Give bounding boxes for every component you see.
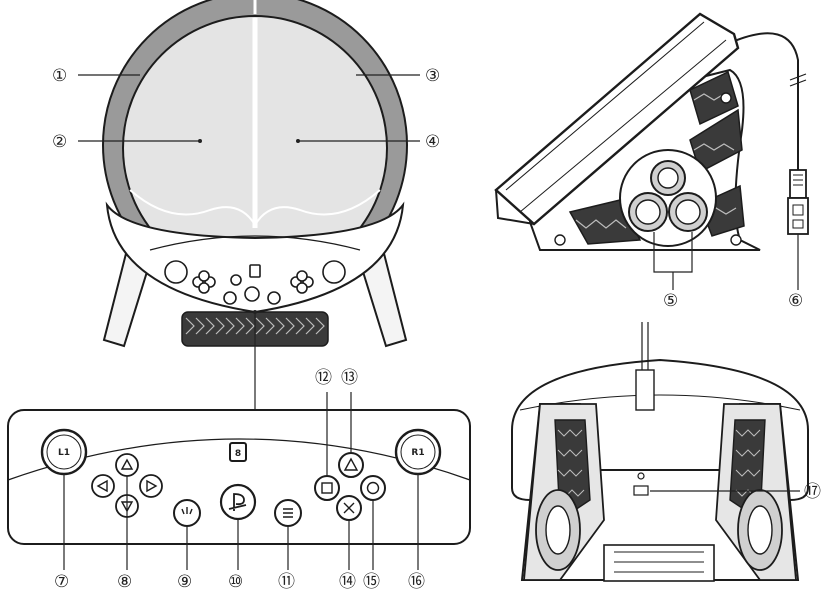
mini-buttons (164, 260, 346, 305)
triangle-button[interactable] (338, 452, 364, 478)
r1-label: R1 (411, 448, 424, 458)
callout-5: ⑤ (663, 291, 678, 311)
button-panel-zoom: L1 R1 8 (7, 409, 471, 545)
callout-8: ⑧ (117, 572, 132, 591)
ps-button[interactable] (219, 483, 257, 521)
dpad-right-icon[interactable] (139, 474, 163, 498)
callout-10: ⑩ (228, 572, 243, 591)
dpad-left-icon[interactable] (91, 474, 115, 498)
square-icon (321, 482, 333, 494)
callout-14: ⑭ (339, 572, 356, 591)
callout-1: ① (52, 66, 67, 86)
share-icon (181, 507, 193, 515)
options-icon (283, 508, 293, 518)
reset-label-icon (633, 485, 649, 496)
bottom-view (511, 322, 809, 582)
circle-icon (366, 481, 380, 495)
callout-6: ⑥ (788, 291, 803, 311)
button-panel (105, 201, 405, 314)
callout-11: ⑪ (278, 572, 295, 591)
side-view (494, 12, 809, 290)
front-view (102, 0, 408, 410)
ps-logo-icon (228, 493, 247, 511)
callout-15: ⑮ (363, 572, 380, 591)
callout-17: ⑰ (804, 482, 821, 502)
usb-plug-icon (787, 169, 809, 235)
cross-icon (343, 502, 355, 514)
callout-9: ⑨ (177, 572, 192, 591)
callout-3: ③ (425, 66, 440, 86)
callout-labels: ① ② ③ ④ ⑤ ⑥ ⑦ ⑧ ⑨ ⑩ ⑪ ⑫ ⑬ ⑭ ⑮ ⑯ ⑰ (52, 66, 821, 591)
callout-7: ⑦ (54, 572, 69, 591)
circle-button[interactable] (360, 475, 386, 501)
center-indicator (229, 442, 247, 462)
triangle-icon (343, 457, 359, 471)
screw-icon (554, 92, 742, 246)
square-button[interactable] (314, 475, 340, 501)
callout-16: ⑯ (408, 572, 425, 591)
callout-4: ④ (425, 132, 440, 152)
side-drum-face (494, 12, 740, 226)
zoom-callout-lines (63, 392, 419, 570)
callout-12: ⑫ (315, 368, 332, 388)
callout-13: ⑬ (341, 368, 358, 388)
front-callout-lines (78, 74, 420, 143)
usb-cable (731, 32, 799, 170)
l1-label: L1 (58, 448, 70, 458)
callout-2: ② (52, 132, 67, 152)
dpad-up-icon[interactable] (115, 453, 139, 477)
center-indicator-label: 8 (235, 449, 241, 459)
